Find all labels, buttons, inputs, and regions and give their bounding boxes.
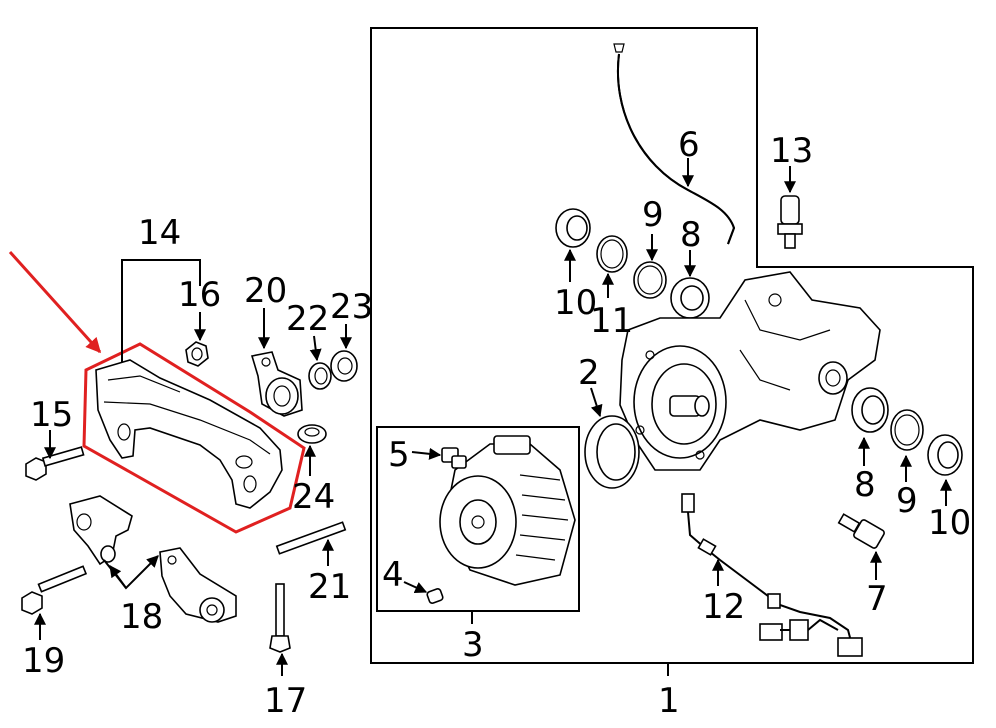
- connector-5: [441, 447, 467, 469]
- callout-24: 24: [292, 477, 335, 517]
- bearing-8-upper: [670, 277, 710, 319]
- sensor-13: [777, 195, 803, 249]
- electric-motor-3: [439, 435, 576, 586]
- seal-ring-10-upper: [555, 208, 591, 248]
- nut-16: [185, 341, 209, 367]
- stud-bolt-21: [275, 521, 347, 555]
- bushing-20: [250, 351, 303, 417]
- callout-19: 19: [22, 641, 65, 681]
- callout-10-lower: 10: [928, 503, 971, 543]
- callout-14: 14: [138, 213, 181, 253]
- collar-23: [330, 350, 358, 382]
- bracket-18-right: [159, 547, 237, 623]
- callout-18: 18: [120, 597, 163, 637]
- callout-15: 15: [30, 395, 73, 435]
- callout-9-lower: 9: [896, 481, 918, 521]
- callout-8-lower: 8: [854, 465, 876, 505]
- rear-crossmember-14: [95, 359, 283, 509]
- callout-4: 4: [382, 555, 404, 595]
- housing-seal-2: [584, 415, 640, 489]
- wiring-harness-12: [681, 493, 863, 657]
- callout-2: 2: [578, 353, 600, 393]
- motor-subassembly-box: [376, 426, 580, 612]
- seal-ring-10-lower: [927, 434, 963, 476]
- callout-22: 22: [286, 299, 329, 339]
- callout-8-upper: 8: [680, 215, 702, 255]
- breather-hose: [613, 43, 736, 245]
- o-ring-11: [596, 235, 628, 273]
- callout-16: 16: [178, 275, 221, 315]
- highlight-outline: [82, 342, 306, 534]
- callout-3: 3: [462, 625, 484, 665]
- differential-housing: [619, 271, 881, 471]
- bracket-18-left: [69, 495, 133, 566]
- o-ring-9-upper: [633, 261, 667, 299]
- callout-13: 13: [770, 131, 813, 171]
- callout-20: 20: [244, 271, 287, 311]
- bearing-8-lower: [851, 387, 889, 433]
- bolt-15: [25, 446, 85, 481]
- callout-7: 7: [866, 579, 888, 619]
- bolt-17: [269, 583, 291, 653]
- callout-12: 12: [702, 587, 745, 627]
- callout-21: 21: [308, 567, 351, 607]
- callout-17: 17: [264, 681, 307, 721]
- callout-10-upper: 10: [554, 283, 597, 323]
- o-ring-9-lower: [890, 409, 924, 451]
- temperature-sensor-7: [837, 513, 885, 549]
- bolt-19: [21, 565, 88, 615]
- callout-23: 23: [330, 287, 373, 327]
- callout-6: 6: [678, 125, 700, 165]
- highlight-arrow: [8, 250, 102, 354]
- washer-22: [308, 362, 332, 390]
- callout-1: 1: [658, 681, 680, 721]
- pin-4: [426, 588, 444, 604]
- stopper-24: [297, 424, 327, 444]
- callout-11: 11: [590, 301, 633, 341]
- assembly-frame-outline: [370, 27, 974, 664]
- callout-5: 5: [388, 435, 410, 475]
- callout-9-upper: 9: [642, 195, 664, 235]
